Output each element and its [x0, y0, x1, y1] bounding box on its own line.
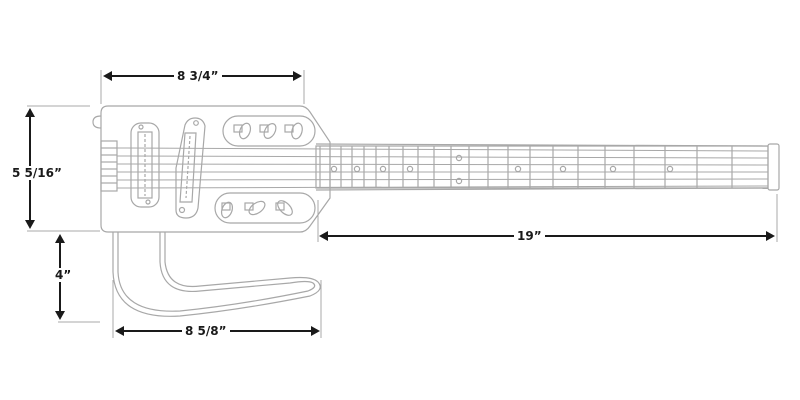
- label-frame-width: 8 5/8”: [182, 324, 230, 338]
- label-body-height: 5 5/16”: [9, 166, 65, 180]
- extension-lines: [27, 70, 778, 338]
- headless-end-cap: [767, 143, 780, 191]
- tuner-block: [100, 140, 118, 192]
- frets: [319, 146, 733, 188]
- label-neck-length: 19”: [514, 229, 545, 243]
- bridge-pickup: [130, 122, 160, 208]
- upper-knob-plate: [222, 115, 316, 147]
- strap-button: [92, 115, 102, 129]
- strings: [116, 147, 769, 189]
- label-body-width: 8 3/4”: [174, 69, 222, 83]
- dimension-neck-length: [319, 231, 775, 241]
- guitar-body-outline: [100, 105, 331, 233]
- leg-rest-frame: [112, 232, 321, 317]
- lower-knob-plate: [214, 192, 316, 224]
- leg-rest-frame-inner: [117, 232, 316, 312]
- neck-pickup: [175, 117, 206, 219]
- label-frame-height: 4”: [52, 268, 75, 282]
- fret-inlays: [330, 154, 674, 185]
